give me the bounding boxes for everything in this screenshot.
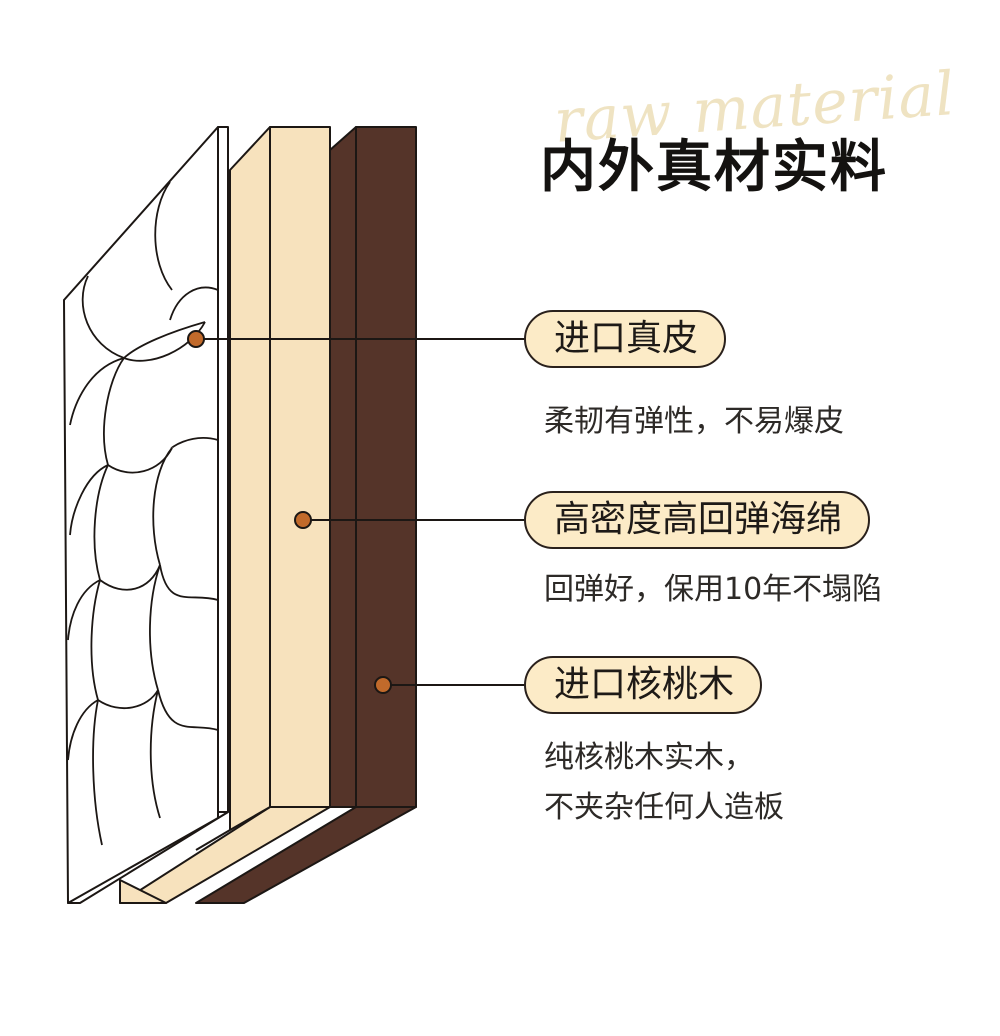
callout-lines	[196, 338, 526, 686]
sponge-layer	[119, 126, 331, 904]
walnut-description-line-1: 纯核桃木实木，	[544, 740, 754, 775]
sponge-description: 回弹好，保用10年不塌陷	[544, 572, 883, 607]
leather-label-pill: 进口真皮	[524, 310, 727, 368]
leather-marker-dot	[187, 330, 205, 348]
walnut-board	[195, 126, 417, 904]
sponge-marker-dot	[294, 511, 312, 529]
page-title: 内外真材实料	[540, 135, 888, 200]
walnut-marker-dot	[374, 676, 392, 694]
sponge-label-pill: 高密度高回弹海绵	[524, 491, 871, 549]
walnut-label-pill: 进口核桃木	[524, 656, 763, 714]
walnut-description-line-2: 不夹杂任何人造板	[544, 790, 784, 825]
leather-description: 柔韧有弹性，不易爆皮	[544, 404, 844, 439]
leather-panel	[63, 126, 229, 904]
